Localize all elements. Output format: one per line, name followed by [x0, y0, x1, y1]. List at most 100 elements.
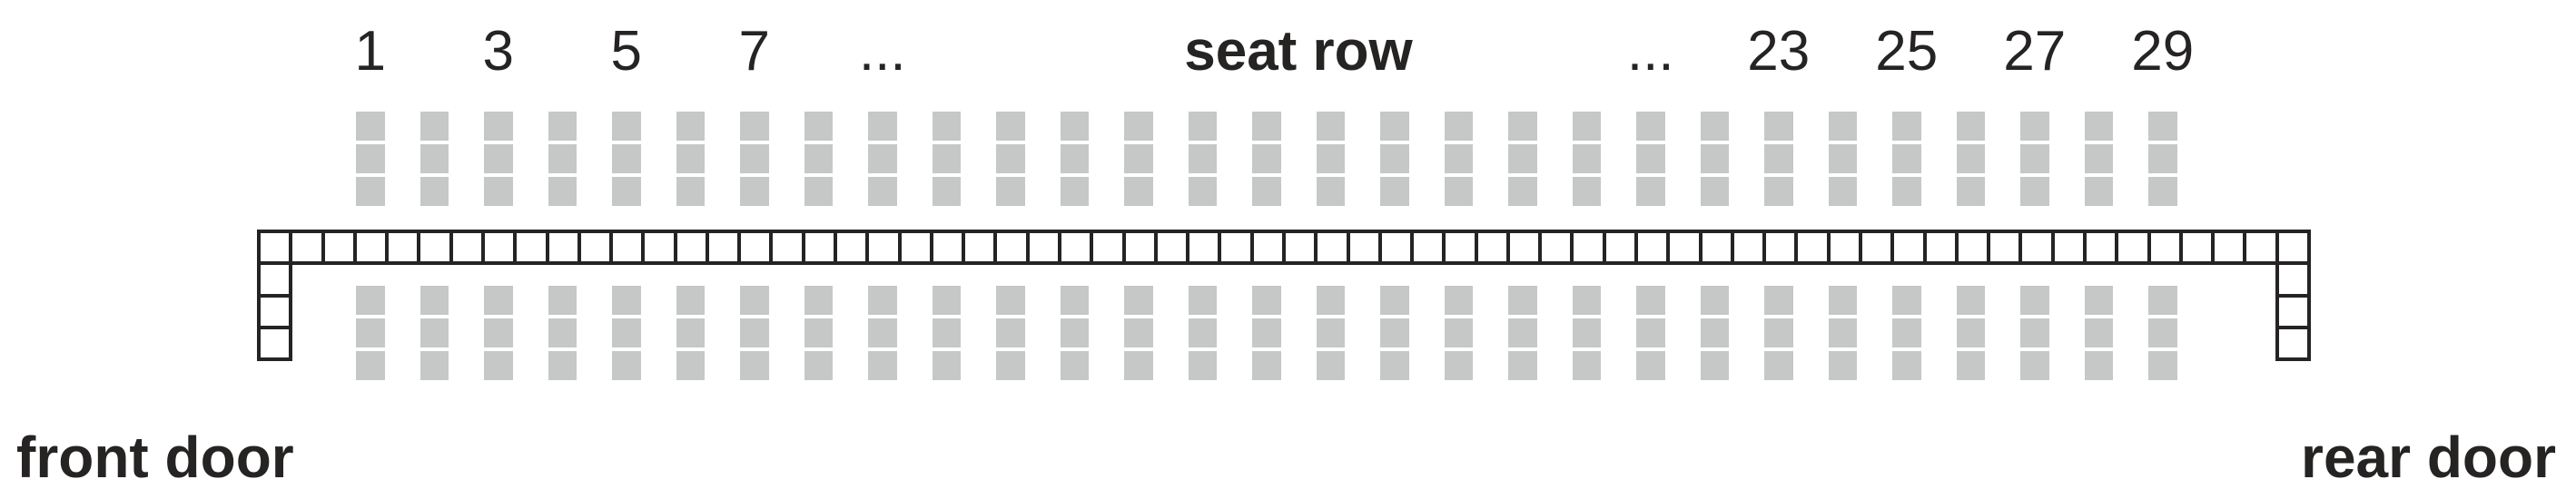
seat-cell	[868, 318, 897, 347]
seat-cell	[932, 177, 961, 206]
seat-cell	[419, 351, 449, 380]
ellipsis-label: ...	[1626, 20, 1674, 83]
seat-cell	[804, 177, 833, 206]
seat-cell	[1060, 318, 1089, 347]
seat-row-title: seat row	[1184, 20, 1413, 83]
seat-cell	[1636, 144, 1665, 173]
seat-cell	[1700, 286, 1729, 315]
seat-cell	[868, 112, 897, 141]
seat-cell	[1892, 286, 1921, 315]
aisle-cell	[1602, 230, 1639, 266]
seat-cell	[1316, 318, 1345, 347]
aisle-cell	[962, 230, 998, 266]
seat-cell	[1252, 351, 1281, 380]
seat-cell	[1892, 144, 1921, 173]
seat-cell	[612, 144, 641, 173]
seat-cell	[868, 351, 897, 380]
seat-cell	[1700, 112, 1729, 141]
seat-cell	[1828, 286, 1857, 315]
seat-cell	[1380, 177, 1409, 206]
seat-cell	[1124, 177, 1153, 206]
seat-cell	[2084, 177, 2113, 206]
aisle-cell	[1730, 230, 1767, 266]
seat-cell	[2020, 351, 2049, 380]
seat-cell	[1700, 177, 1729, 206]
seat-cell	[1956, 177, 1985, 206]
seat-cell	[1636, 351, 1665, 380]
aisle-cell	[2018, 230, 2055, 266]
seat-cell	[548, 144, 577, 173]
seat-cell	[676, 112, 705, 141]
aisle-cell	[1058, 230, 1094, 266]
seat-cell	[356, 318, 385, 347]
aisle-cell	[577, 230, 614, 266]
seat-cell	[932, 351, 961, 380]
aisle-cell	[1377, 230, 1415, 266]
aisle-cell	[641, 230, 677, 266]
rear-door-step-cell	[2275, 261, 2311, 298]
seat-cell	[1316, 112, 1345, 141]
seat-cell	[1508, 144, 1537, 173]
aisle-cell	[1346, 230, 1382, 266]
seat-cell	[1700, 144, 1729, 173]
seat-cell	[356, 177, 385, 206]
seat-row-number-label: 7	[738, 20, 770, 83]
seat-cell	[996, 286, 1025, 315]
aisle-cell	[1634, 230, 1671, 266]
seat-cell	[804, 112, 833, 141]
seat-cell	[419, 177, 449, 206]
seat-cell	[1572, 351, 1601, 380]
seat-cell	[676, 351, 705, 380]
seat-row-number-label: 23	[1747, 20, 1811, 83]
seat-cell	[2148, 351, 2177, 380]
seat-cell	[1636, 286, 1665, 315]
aisle-cell	[1121, 230, 1158, 266]
aisle-cell	[257, 230, 293, 266]
seat-cell	[356, 112, 385, 141]
aisle-cell	[2082, 230, 2119, 266]
seat-cell	[2020, 112, 2049, 141]
seat-cell	[419, 286, 449, 315]
aisle-cell	[1922, 230, 1959, 266]
seat-cell	[1828, 144, 1857, 173]
seat-cell	[1188, 177, 1217, 206]
seat-cell	[612, 318, 641, 347]
seat-cell	[804, 286, 833, 315]
seat-cell	[932, 318, 961, 347]
seat-cell	[676, 286, 705, 315]
seat-cell	[548, 351, 577, 380]
aisle-cell	[609, 230, 646, 266]
seat-cell	[1764, 286, 1793, 315]
seat-cell	[1380, 286, 1409, 315]
aisle-cell	[1954, 230, 1991, 266]
aisle-cell	[449, 230, 485, 266]
seat-cell	[2020, 144, 2049, 173]
seat-cell	[419, 112, 449, 141]
seat-cell	[1188, 286, 1217, 315]
aisle-cell	[2178, 230, 2216, 266]
seat-cell	[1380, 144, 1409, 173]
seat-cell	[1764, 177, 1793, 206]
seat-cell	[1124, 318, 1153, 347]
seat-cell	[1764, 112, 1793, 141]
seat-cell	[1444, 286, 1473, 315]
seat-cell	[676, 177, 705, 206]
aisle-cell	[1666, 230, 1703, 266]
seat-cell	[419, 144, 449, 173]
seat-cell	[1444, 318, 1473, 347]
seat-cell	[1828, 318, 1857, 347]
seat-cell	[804, 351, 833, 380]
seat-cell	[2020, 286, 2049, 315]
seat-cell	[740, 177, 769, 206]
aisle-cell	[1186, 230, 1222, 266]
seat-cell	[1828, 351, 1857, 380]
aisle-cell	[2275, 230, 2311, 266]
aisle-cell	[2115, 230, 2151, 266]
aisle-cell	[289, 230, 325, 266]
seat-cell	[740, 144, 769, 173]
seat-cell	[612, 286, 641, 315]
seat-cell	[1956, 351, 1985, 380]
seat-cell	[1892, 318, 1921, 347]
seat-cell	[612, 351, 641, 380]
